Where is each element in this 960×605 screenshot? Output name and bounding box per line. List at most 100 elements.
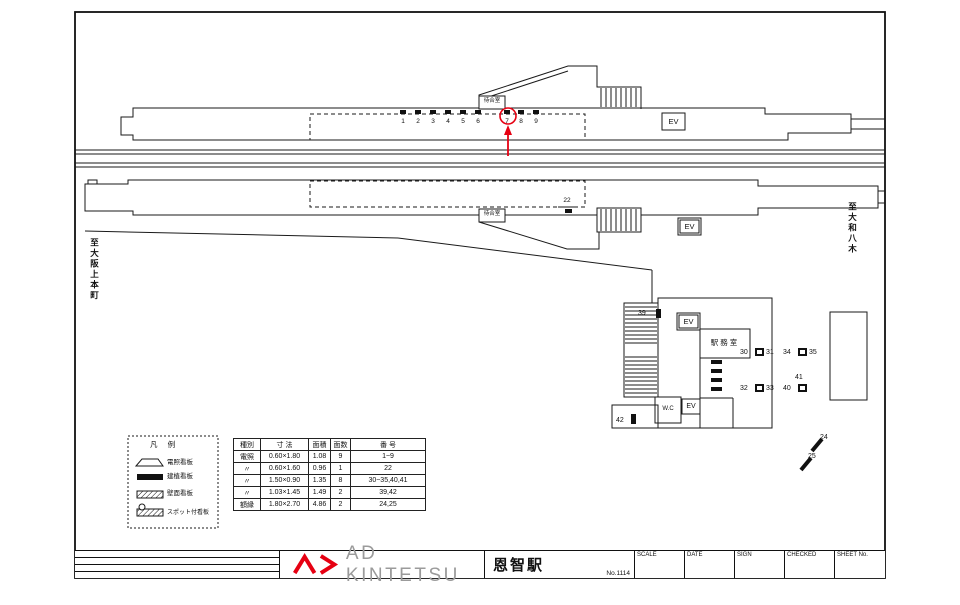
spec-row-4: 〃 1.03×1.45 1.49 2 39,42 <box>233 486 426 499</box>
spec-cell: 24,25 <box>350 498 426 511</box>
legend-box <box>127 435 219 529</box>
spec-cell: 1~9 <box>350 450 426 463</box>
billboard-no-25: 25 <box>808 453 816 460</box>
billboard-no-40: 40 <box>783 385 791 392</box>
revision-row <box>75 551 279 558</box>
underpass-lines <box>84 230 653 303</box>
wc-label: W.C <box>662 406 674 412</box>
ev-upper-platform-box <box>661 112 686 131</box>
spec-cell: 1.80×2.70 <box>260 498 309 511</box>
spec-cell: 30~35,40,41 <box>350 474 426 487</box>
sheet-no-cell: SHEET No. <box>835 551 885 578</box>
stairs-hatch-lower <box>600 209 637 231</box>
platform-lower <box>84 179 885 250</box>
station-office-label: 駅務室 <box>710 338 740 347</box>
waiting-room-lower-label: 待合室 <box>483 211 501 217</box>
spec-cell: 0.60×1.80 <box>260 450 309 463</box>
spec-table-header-row: 種別 寸 法 面積 面数 番 号 <box>233 438 426 451</box>
stairs-lower-box <box>596 207 642 233</box>
sheet-no-label: SHEET No. <box>837 552 868 558</box>
direction-right-label: 至大和八木 <box>847 202 858 255</box>
spec-cell: 0.96 <box>308 462 331 475</box>
tracks <box>75 149 885 168</box>
billboard-no-34: 34 <box>783 349 791 356</box>
stair-tower <box>623 302 659 398</box>
spec-header-numbers: 番 号 <box>350 438 426 451</box>
spec-header-type: 種別 <box>233 438 261 451</box>
billboard-no-32: 32 <box>740 385 748 392</box>
side-structure <box>829 311 868 401</box>
ev-upper-platform-label: EV <box>668 117 679 126</box>
revision-row <box>75 565 279 572</box>
ev-building-lower-box <box>681 398 701 415</box>
sign-label: SIGN <box>737 552 752 558</box>
revision-row <box>75 558 279 565</box>
direction-left-label: 至大阪上本町 <box>89 238 100 301</box>
spec-cell: 1.08 <box>308 450 331 463</box>
billboard-no-42: 42 <box>616 417 624 424</box>
ev-building-upper-label: EV <box>683 317 694 326</box>
spec-row-3: 〃 1.50×0.90 1.35 8 30~35,40,41 <box>233 474 426 487</box>
shelter-dashed-upper <box>309 113 586 141</box>
billboard-no-8: 8 <box>519 118 523 125</box>
legend-item-hekimen: 壁面看板 <box>167 490 193 497</box>
spec-cell: 9 <box>330 450 351 463</box>
billboard-no-41: 41 <box>795 374 803 381</box>
spec-cell: 1.49 <box>308 486 331 499</box>
revision-row <box>75 572 279 578</box>
station-office-box <box>699 328 751 359</box>
ticket-gate-marks <box>711 360 722 391</box>
billboard-no-3: 3 <box>431 118 435 125</box>
spec-cell: 〃 <box>233 486 261 499</box>
billboard-no-24: 24 <box>820 434 828 441</box>
billboard-no-33: 33 <box>766 385 774 392</box>
billboard-no-39: 39 <box>638 310 646 317</box>
doc-number: No.1114 <box>606 570 630 577</box>
spec-row-5: 額縁 1.80×2.70 4.86 2 24,25 <box>233 498 426 511</box>
building-stairs-hatch-a <box>625 306 657 344</box>
spec-cell: 1.35 <box>308 474 331 487</box>
spec-cell: 〃 <box>233 462 261 475</box>
spec-header-count: 面数 <box>330 438 351 451</box>
ev-building-upper-box <box>676 312 701 331</box>
spec-row-2: 〃 0.60×1.60 0.96 1 22 <box>233 462 426 475</box>
scale-cell: SCALE <box>635 551 685 578</box>
waiting-room-upper-label: 待合室 <box>483 98 501 104</box>
logo-text: AD KINTETSU <box>345 542 460 586</box>
spec-cell: 2 <box>330 498 351 511</box>
sheet-frame <box>74 11 886 579</box>
logo-block: AD KINTETSU <box>280 543 485 586</box>
legend-title: 凡 例 <box>150 440 180 449</box>
date-label: DATE <box>687 552 703 558</box>
spec-header-size: 寸 法 <box>260 438 309 451</box>
spec-cell: 1.03×1.45 <box>260 486 309 499</box>
station-name-block: 恩智駅 No.1114 <box>485 551 635 578</box>
ev-building-lower-label: EV <box>686 403 696 410</box>
position-22-mark <box>558 206 576 213</box>
sign-cell: SIGN <box>735 551 785 578</box>
spec-cell: 額縁 <box>233 498 261 511</box>
ev-lower-platform-label: EV <box>684 222 695 231</box>
legend-item-kenshoku: 建植看板 <box>167 473 193 480</box>
spec-cell: 0.60×1.60 <box>260 462 309 475</box>
spec-cell: 4.86 <box>308 498 331 511</box>
spec-cell: 2 <box>330 486 351 499</box>
revision-block <box>75 551 280 578</box>
billboard-no-7: 7 <box>505 118 509 125</box>
spec-cell: 1 <box>330 462 351 475</box>
kintetsu-logo-icon <box>293 553 339 575</box>
billboard-no-2: 2 <box>416 118 420 125</box>
billboard-no-5: 5 <box>461 118 465 125</box>
wc-box <box>654 396 682 424</box>
legend-item-denshou: 電照看板 <box>167 459 193 466</box>
spec-cell: 電照 <box>233 450 261 463</box>
shelter-dashed-lower <box>309 180 586 208</box>
spec-table: 種別 寸 法 面積 面数 番 号 電照 0.60×1.80 1.08 9 1~9… <box>233 438 426 511</box>
legend-symbol-hatched-sign-with-spot <box>136 503 164 517</box>
legend-item-spot: スポット付看板 <box>167 510 210 516</box>
billboard-no-9: 9 <box>534 118 538 125</box>
billboard-no-30: 30 <box>740 349 748 356</box>
spec-row-1: 電照 0.60×1.80 1.08 9 1~9 <box>233 450 426 463</box>
